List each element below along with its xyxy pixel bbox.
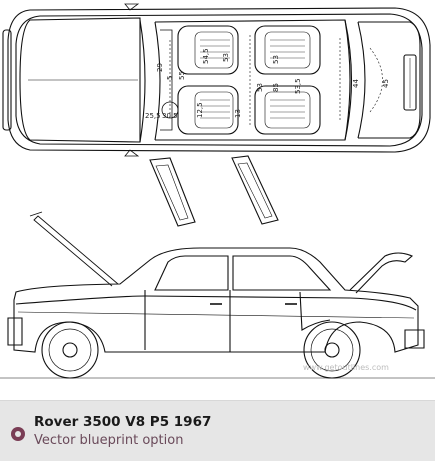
dimension-label: 85	[272, 83, 280, 92]
dimension-label: 44	[352, 79, 360, 88]
dimension-label: 55	[178, 71, 186, 80]
dimension-label: 5	[166, 76, 174, 80]
open-doors-drawing	[149, 155, 279, 227]
dimension-label: 45	[382, 79, 390, 88]
car-top-view	[2, 3, 431, 157]
blueprint-drawing: 54,5 53 29 5 55 53 85 53,5 25,5 30,5 12,…	[0, 3, 435, 379]
car-side-view	[0, 211, 435, 379]
dimension-label: 30,5	[162, 112, 178, 120]
dimension-label: 29	[156, 63, 164, 72]
dimension-label: 54,5	[202, 48, 210, 64]
watermark: www.getoutlines.com	[303, 363, 389, 372]
caption-footer: Rover 3500 V8 P5 1967 Vector blueprint o…	[0, 400, 435, 461]
dimension-label: 25,5	[145, 112, 161, 120]
dimension-label: 53	[222, 53, 230, 62]
dimension-label: 12,5	[196, 102, 204, 118]
dimension-label: 53	[272, 55, 280, 64]
dimension-label: 13	[234, 109, 242, 118]
dimension-label: 53,5	[294, 78, 302, 94]
caption-title: Rover 3500 V8 P5 1967	[34, 414, 212, 430]
caption-subtitle[interactable]: Vector blueprint option	[34, 433, 184, 448]
dimension-label: 53	[256, 83, 264, 92]
bullet-icon	[11, 427, 25, 441]
